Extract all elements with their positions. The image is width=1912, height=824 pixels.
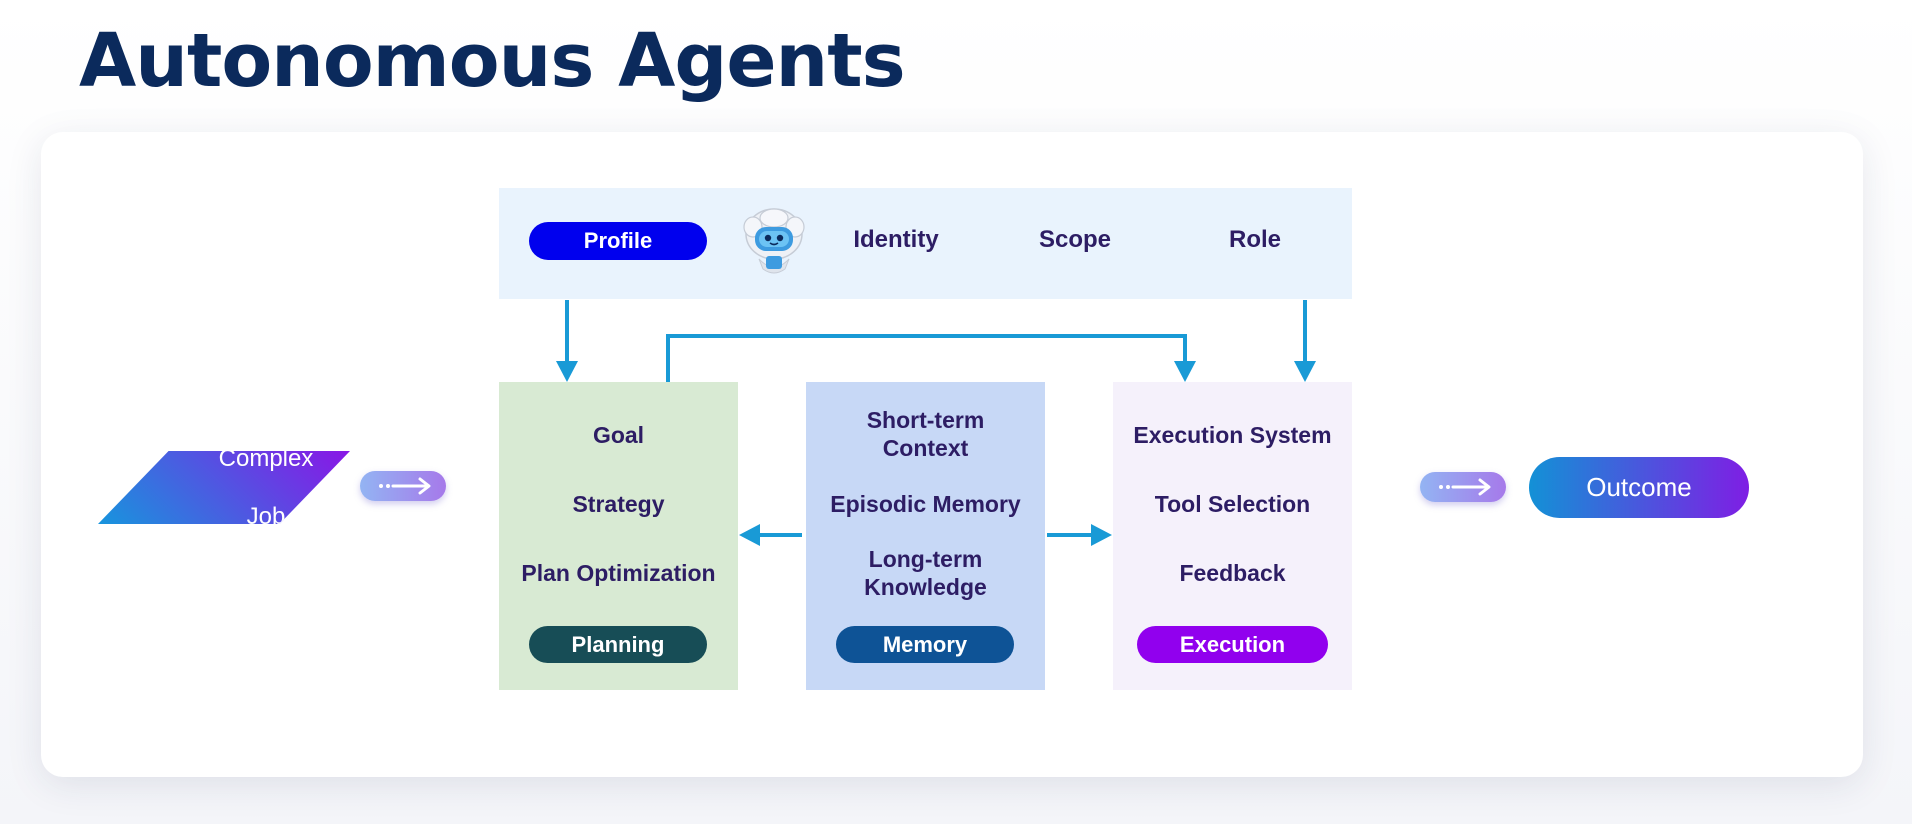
memory-short-term: Short-term Context bbox=[806, 406, 1045, 462]
outcome-pill: Outcome bbox=[1529, 457, 1749, 518]
execution-system: Execution System bbox=[1133, 422, 1332, 448]
planning-badge: Planning bbox=[529, 626, 707, 663]
memory-episodic-label: Episodic Memory bbox=[830, 491, 1021, 517]
memory-short-term-line1: Short-term bbox=[866, 407, 985, 433]
memory-long-term-line2: Knowledge bbox=[864, 574, 987, 600]
dashed-arrow-icon bbox=[1420, 472, 1506, 502]
arrow-planning-to-execution bbox=[666, 334, 1187, 382]
outcome-label: Outcome bbox=[1586, 472, 1692, 502]
memory-badge: Memory bbox=[836, 626, 1014, 663]
planning-plan-optimization: Plan Optimization bbox=[521, 560, 716, 586]
complex-job-line2: Job bbox=[246, 503, 286, 530]
complex-job-line1: Complex bbox=[218, 445, 314, 472]
memory-short-term-line2: Context bbox=[882, 435, 969, 461]
memory-episodic: Episodic Memory bbox=[806, 490, 1045, 518]
execution-tool-selection: Tool Selection bbox=[1154, 491, 1311, 517]
arrowhead-memory-left bbox=[739, 524, 760, 546]
execution-feedback: Feedback bbox=[1179, 560, 1286, 586]
planning-goal: Goal bbox=[592, 422, 645, 448]
complex-job-label: Complex Job bbox=[188, 451, 314, 524]
profile-identity: Identity bbox=[853, 226, 939, 253]
profile-role: Role bbox=[1228, 226, 1281, 253]
planning-strategy: Strategy bbox=[572, 491, 665, 517]
agent-mascot-icon bbox=[743, 208, 805, 274]
arrowhead-memory-right bbox=[1091, 524, 1112, 546]
memory-long-term-line1: Long-term bbox=[868, 546, 983, 572]
profile-scope: Scope bbox=[1038, 226, 1112, 253]
profile-badge: Profile bbox=[529, 222, 707, 260]
page-title: Autonomous Agents bbox=[79, 18, 906, 104]
execution-badge: Execution bbox=[1137, 626, 1328, 663]
arrowhead-planning bbox=[556, 361, 578, 382]
arrowhead-execution-top bbox=[1174, 361, 1196, 382]
arrowhead-execution-right bbox=[1294, 361, 1316, 382]
memory-long-term: Long-term Knowledge bbox=[806, 545, 1045, 601]
dashed-arrow-icon bbox=[360, 471, 446, 501]
